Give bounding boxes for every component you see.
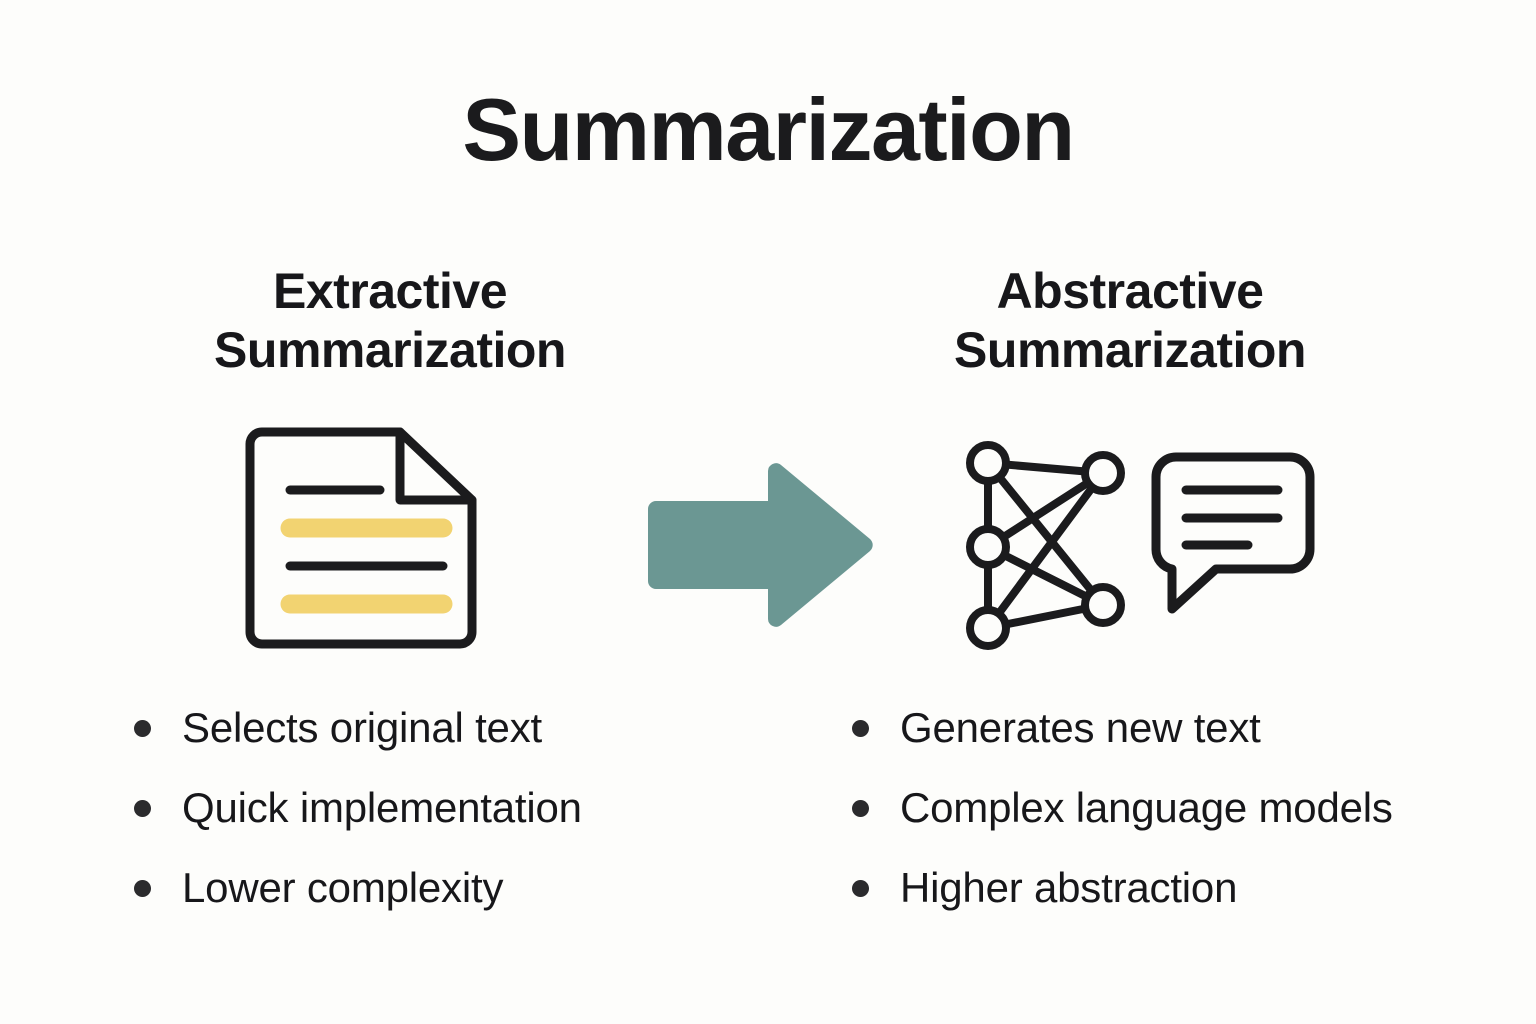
document-outline [245,427,477,649]
heading-extractive-line1: Extractive [272,263,508,319]
list-item-label: Higher abstraction [900,864,1238,911]
nn-node-right-2 [1081,583,1125,627]
nn-node-right-1 [1081,451,1125,495]
heading-abstractive-summarization: Abstractive Summarization [840,262,1420,380]
bullet-list-extractive: Selects original text Quick implementati… [134,688,754,928]
list-item-label: Lower complexity [182,864,504,911]
list-item-label: Complex language models [900,784,1393,831]
right-arrow-icon [640,455,880,635]
list-item: Quick implementation [134,768,754,848]
document-icon [240,418,490,658]
bullet-dot-icon [134,799,151,817]
heading-abstractive-line1: Abstractive [996,263,1264,319]
bullet-list-abstractive: Generates new text Complex language mode… [852,688,1492,928]
heading-abstractive-line2: Summarization [954,322,1306,378]
bullet-dot-icon [852,799,869,817]
arrow-shape [648,463,873,627]
list-item-label: Selects original text [182,704,542,751]
bubble-outline [1151,452,1315,614]
list-item: Complex language models [852,768,1492,848]
bullet-dot-icon [134,879,151,897]
heading-extractive-line2: Summarization [214,322,566,378]
list-item: Selects original text [134,688,754,768]
nn-node-left-1 [966,441,1010,485]
list-item: Lower complexity [134,848,754,928]
neural-network-icon [952,432,1144,650]
page-title: Summarization [462,80,1075,179]
list-item: Higher abstraction [852,848,1492,928]
nn-node-left-2 [966,525,1010,569]
nn-node-left-3 [966,606,1010,650]
heading-extractive-summarization: Extractive Summarization [100,262,680,380]
list-item: Generates new text [852,688,1492,768]
list-item-label: Generates new text [900,704,1261,751]
bullet-dot-icon [852,879,869,897]
bullet-dot-icon [134,719,151,737]
document-fold [395,427,477,505]
bullet-dot-icon [852,719,869,737]
list-item-label: Quick implementation [182,784,582,831]
speech-bubble-icon [1148,448,1318,623]
nn-nodes [966,441,1125,650]
